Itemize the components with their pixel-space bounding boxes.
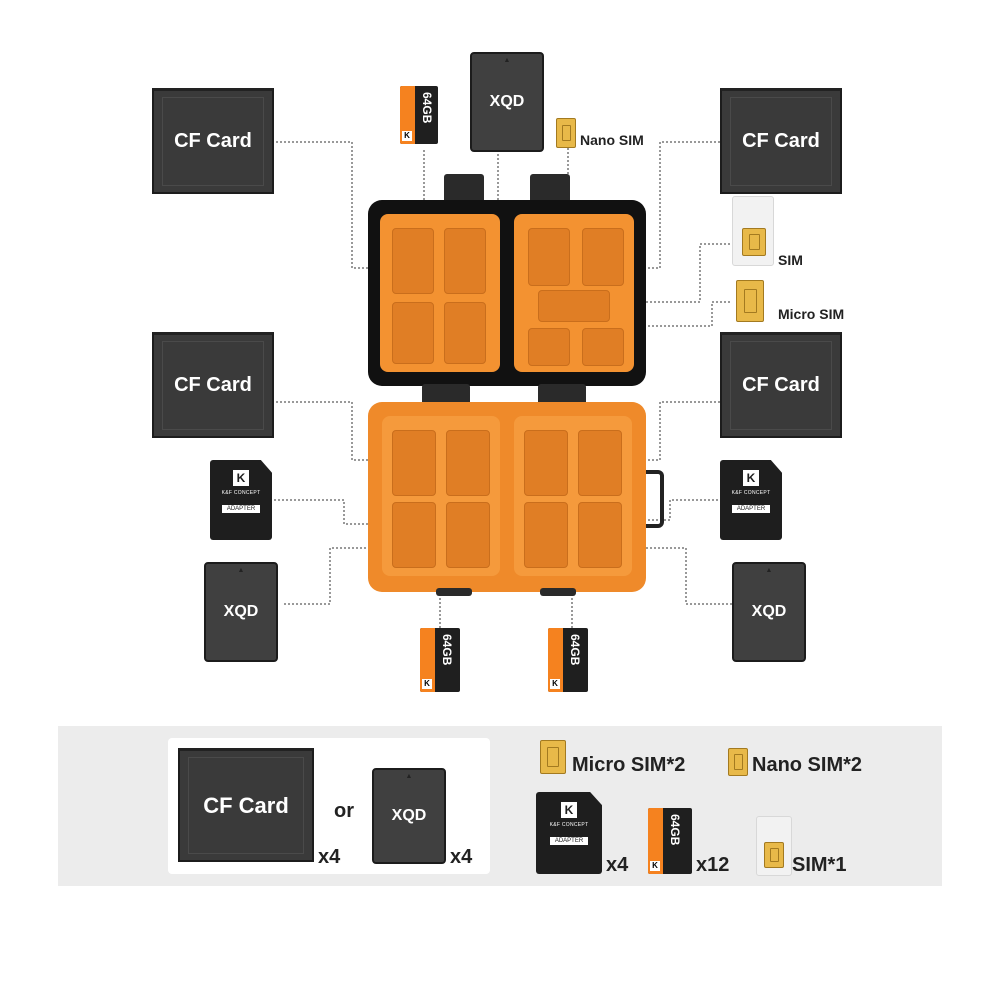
slot <box>392 228 434 294</box>
kf-logo: K <box>650 861 660 871</box>
cf-card-mid-left: CF Card <box>152 332 274 438</box>
summary-sim-label: SIM*1 <box>792 854 847 876</box>
slot <box>528 328 570 366</box>
summary-sd-count: x4 <box>606 854 629 876</box>
xqd-card-top: XQD <box>470 52 544 152</box>
sd-adapter-text: ADAPTER <box>549 837 589 845</box>
sd-brand: K&F CONCEPT <box>549 822 589 828</box>
summary-micro-sim-icon <box>540 740 566 774</box>
summary-micro-sim-label: Micro SIM*2 <box>572 754 686 776</box>
nano-sim-icon <box>556 118 576 148</box>
summary-cf-card: CF Card <box>178 748 314 862</box>
summary-nano-sim-icon <box>728 748 748 776</box>
cf-card-top-right: CF Card <box>720 88 842 194</box>
sd-adapter-right: K K&F CONCEPT ADAPTER <box>720 460 782 540</box>
slot <box>392 302 434 364</box>
slot <box>392 502 436 568</box>
sd-adapter-text: ADAPTER <box>731 505 771 513</box>
sd-adapter-text: ADAPTER <box>221 505 261 513</box>
slot <box>524 502 568 568</box>
micro-sim-icon <box>736 280 764 322</box>
summary-or-text: or <box>334 800 354 822</box>
slot <box>392 430 436 496</box>
slot <box>582 228 624 286</box>
slot <box>578 430 622 496</box>
cf-card-label: CF Card <box>742 130 820 152</box>
slot <box>524 430 568 496</box>
microsd-card-top: 64GB K <box>400 86 438 144</box>
case-handle <box>646 470 664 528</box>
microsd-unit: GB <box>568 647 582 666</box>
microsd-capacity: 64 <box>668 814 682 828</box>
slot <box>446 502 490 568</box>
kf-logo: K <box>550 679 560 689</box>
xqd-card-label: XQD <box>751 603 787 620</box>
slot <box>582 328 624 366</box>
slot <box>444 228 486 294</box>
kf-logo: K <box>422 679 432 689</box>
summary-xqd-count: x4 <box>450 846 473 868</box>
nano-sim-label: Nano SIM <box>580 132 644 148</box>
cf-card-label: CF Card <box>742 374 820 396</box>
bottom-clip-left <box>436 588 472 596</box>
micro-sim-label: Micro SIM <box>778 306 845 322</box>
microsd-unit: GB <box>440 647 454 666</box>
summary-cf-label: CF Card <box>203 792 289 818</box>
summary-sd-adapter: K K&F CONCEPT ADAPTER <box>536 792 602 874</box>
kf-logo: K <box>561 802 577 818</box>
summary-microsd-count: x12 <box>696 854 730 876</box>
cf-card-label: CF Card <box>174 130 252 152</box>
microsd-unit: GB <box>420 105 434 124</box>
xqd-card-bottom-right: XQD <box>732 562 806 662</box>
microsd-capacity: 64 <box>440 634 454 648</box>
microsd-capacity: 64 <box>420 92 434 106</box>
cf-card-top-left: CF Card <box>152 88 274 194</box>
xqd-card-label: XQD <box>223 603 259 620</box>
summary-sim-chip-icon <box>764 842 784 868</box>
slot <box>538 290 610 322</box>
case-lower-half <box>368 402 646 592</box>
summary-xqd-card: XQD <box>372 768 446 864</box>
microsd-unit: GB <box>668 827 682 846</box>
bottom-clip-right <box>540 588 576 596</box>
summary-nano-sim-label: Nano SIM*2 <box>752 754 863 776</box>
sim-chip-icon <box>742 228 766 256</box>
hinge-right <box>538 384 586 406</box>
slot <box>444 302 486 364</box>
summary-cf-count: x4 <box>318 846 341 868</box>
slot <box>446 430 490 496</box>
kf-logo: K <box>233 470 249 486</box>
kf-logo: K <box>402 131 412 141</box>
slot <box>528 228 570 286</box>
sd-adapter-left: K K&F CONCEPT ADAPTER <box>210 460 272 540</box>
cf-card-mid-right: CF Card <box>720 332 842 438</box>
microsd-capacity: 64 <box>568 634 582 648</box>
sim-label: SIM <box>778 252 803 268</box>
sd-brand: K&F CONCEPT <box>731 490 771 496</box>
summary-microsd-card: 64GB K <box>648 808 692 874</box>
summary-xqd-label: XQD <box>391 807 427 824</box>
hinge-left <box>422 384 470 406</box>
cf-card-label: CF Card <box>174 374 252 396</box>
case-upper-half <box>368 200 646 386</box>
sd-brand: K&F CONCEPT <box>221 490 261 496</box>
microsd-card-bottom-right: 64GB K <box>548 628 588 692</box>
kf-logo: K <box>743 470 759 486</box>
xqd-card-bottom-left: XQD <box>204 562 278 662</box>
xqd-card-label: XQD <box>489 93 525 110</box>
microsd-card-bottom-left: 64GB K <box>420 628 460 692</box>
slot <box>578 502 622 568</box>
